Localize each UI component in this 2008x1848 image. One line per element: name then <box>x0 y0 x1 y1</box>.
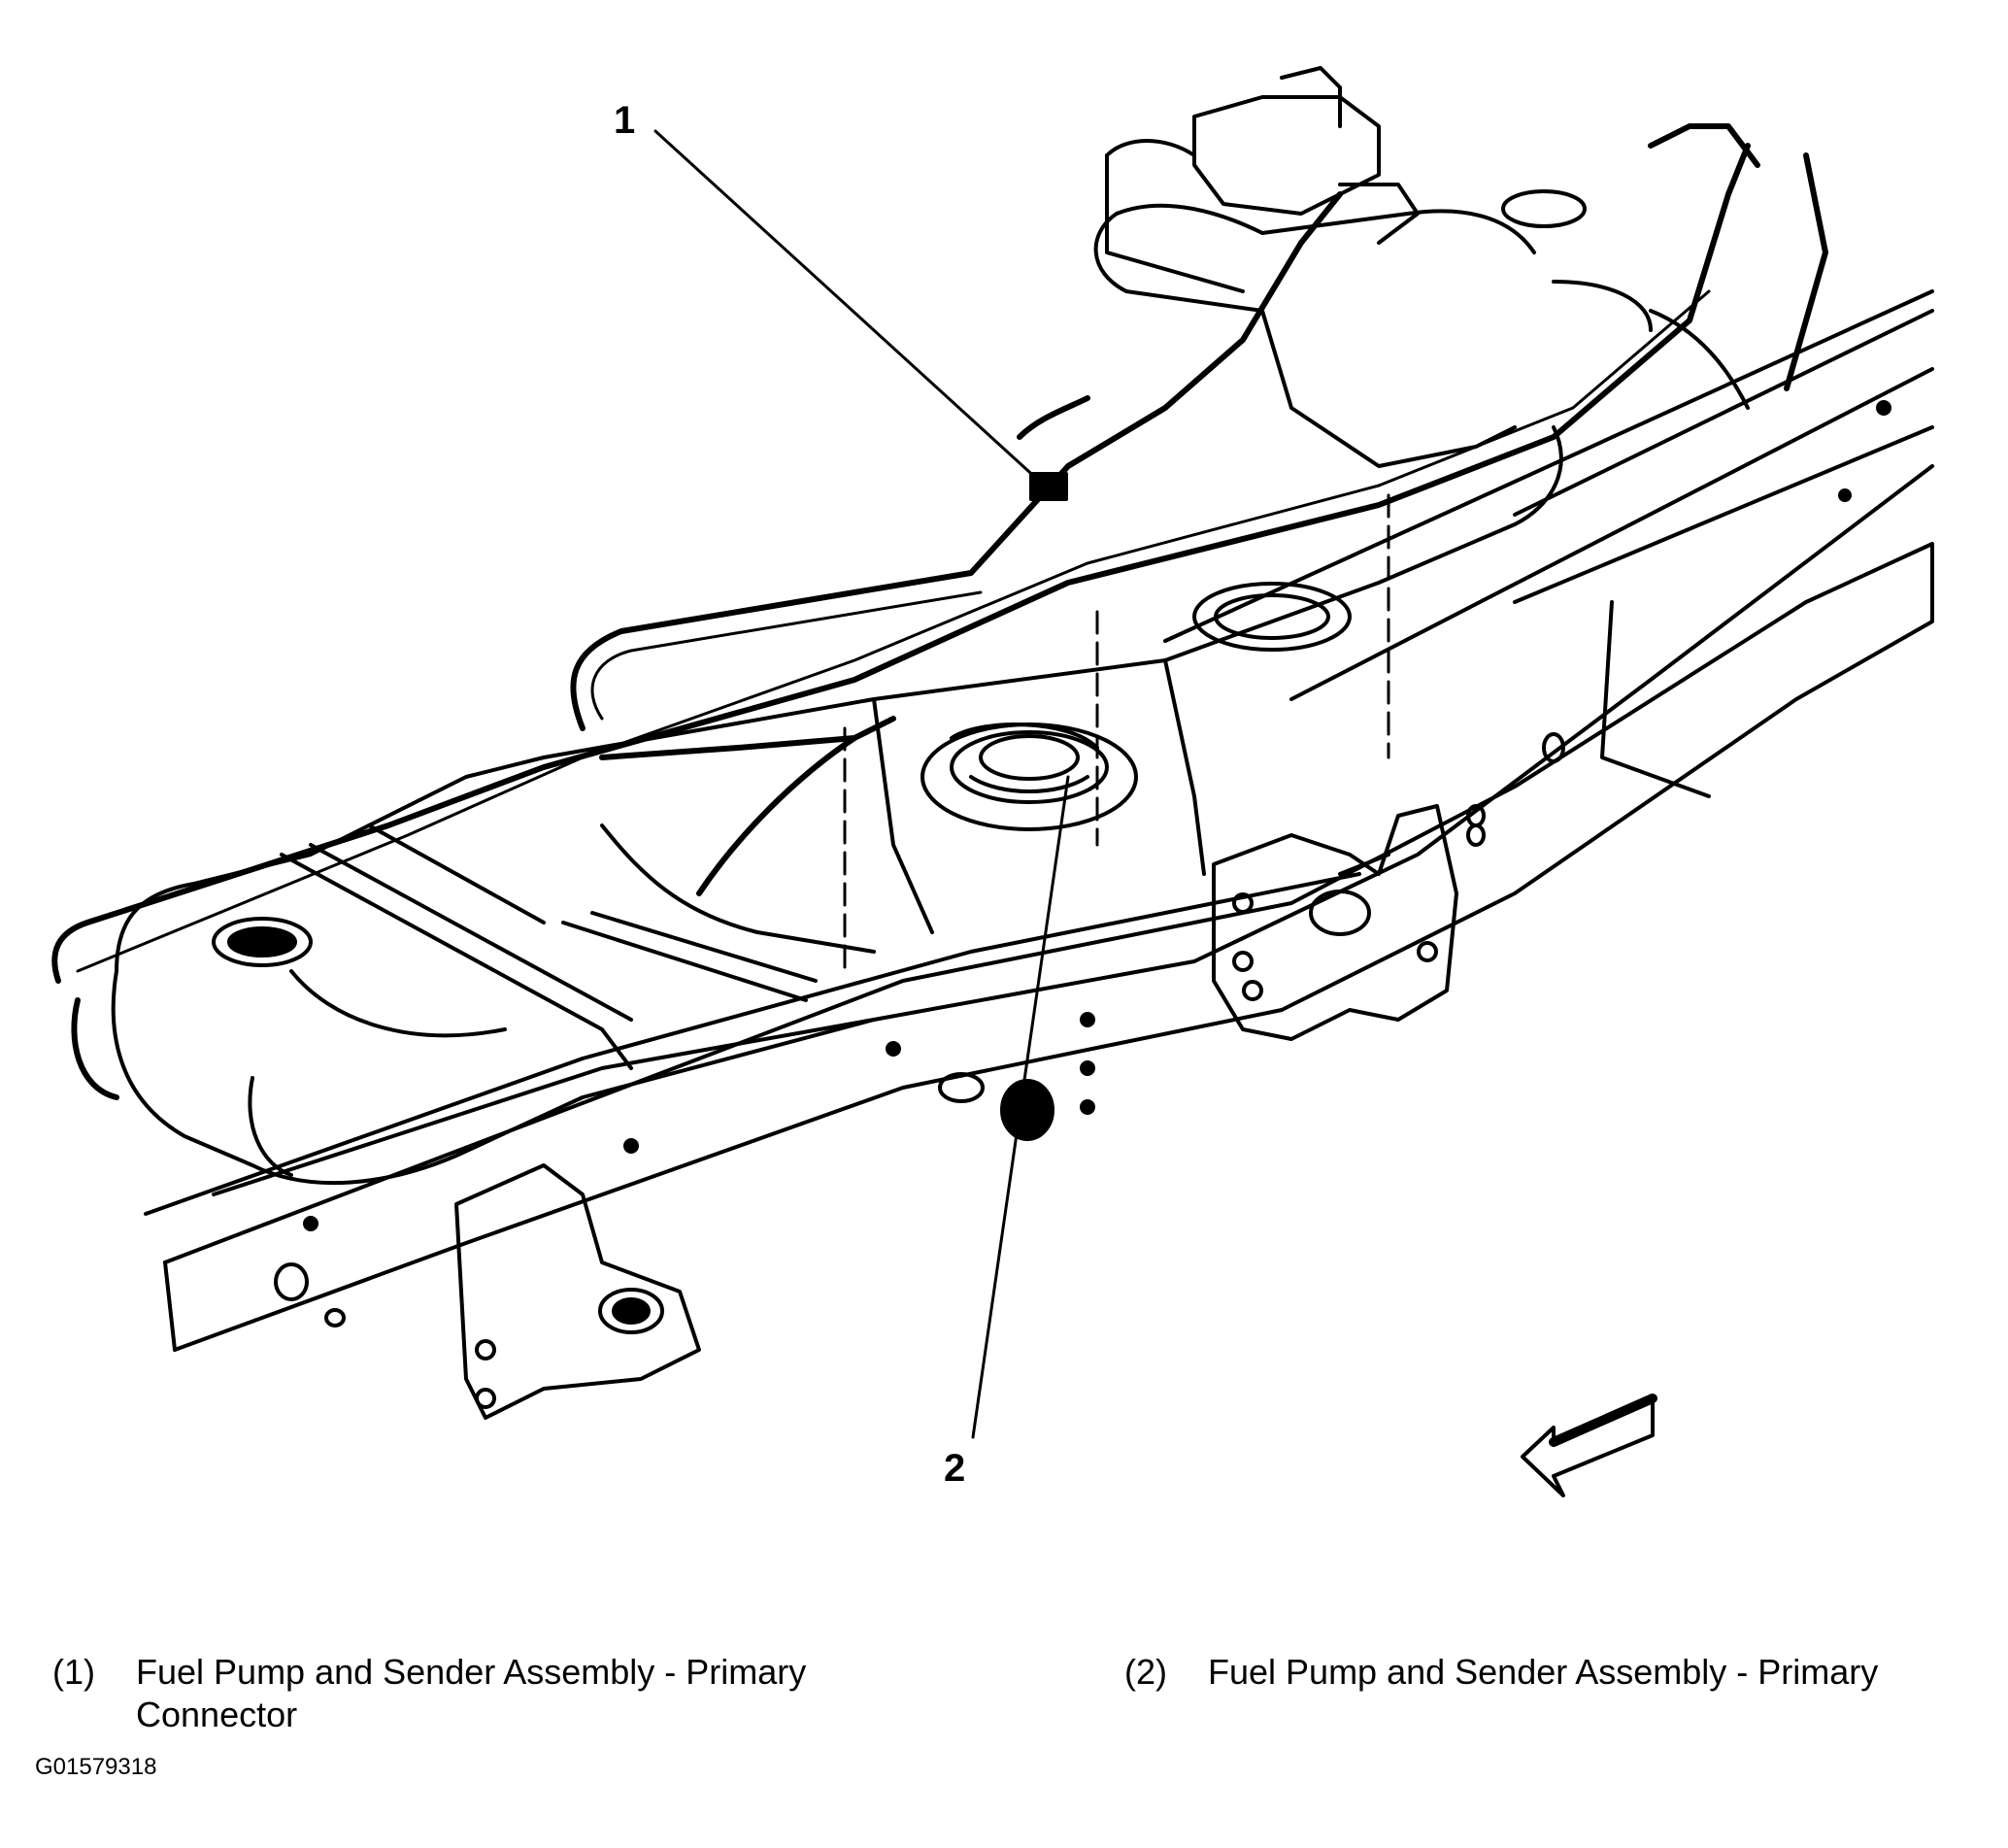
body-mount-front <box>454 1163 701 1420</box>
legend-number: (1) <box>52 1652 95 1692</box>
tank-opening-front-inner <box>227 926 297 958</box>
legend-text: Fuel Pump and Sender Assembly - Primary <box>1208 1652 1879 1692</box>
legend-number: (2) <box>1124 1652 1167 1692</box>
leader-line-1 <box>653 129 1041 483</box>
frame-grommet <box>1000 1079 1054 1141</box>
legend-text: Fuel Pump and Sender Assembly - Primary … <box>136 1652 807 1734</box>
filler-neck-opening <box>1501 189 1587 228</box>
frame-rail <box>144 289 1934 1352</box>
figure-id: G01579318 <box>35 1754 157 1780</box>
leader-line-2 <box>971 775 1070 1439</box>
tank-opening-rear-inner <box>1214 593 1330 640</box>
legend-item-1: (1) Fuel Pump and Sender Assembly - Prim… <box>52 1651 946 1736</box>
forward-direction-arrow-icon <box>1521 1396 1655 1497</box>
body-mount-rear <box>1212 804 1458 1041</box>
forward-direction-arrow-shade <box>1549 1394 1657 1447</box>
fuel-system-illustration <box>51 66 1934 1497</box>
frame-holes <box>274 400 1891 1327</box>
fuel-pump-sender-assembly <box>920 722 1138 831</box>
wiring-harness-secondary <box>76 289 1711 973</box>
fuel-tank <box>111 203 1750 1186</box>
tank-straps <box>280 823 818 1070</box>
rear-crossmember <box>1105 66 1420 293</box>
assembly-guide-lines <box>843 493 1390 973</box>
wiring-harness <box>51 123 1828 1100</box>
tank-opening-front <box>212 917 313 967</box>
callout-number-1: 1 <box>614 99 636 142</box>
callout-number-2: 2 <box>944 1447 966 1490</box>
tank-opening-rear <box>1192 582 1352 652</box>
legend-item-2: (2) Fuel Pump and Sender Assembly - Prim… <box>1124 1651 1998 1694</box>
